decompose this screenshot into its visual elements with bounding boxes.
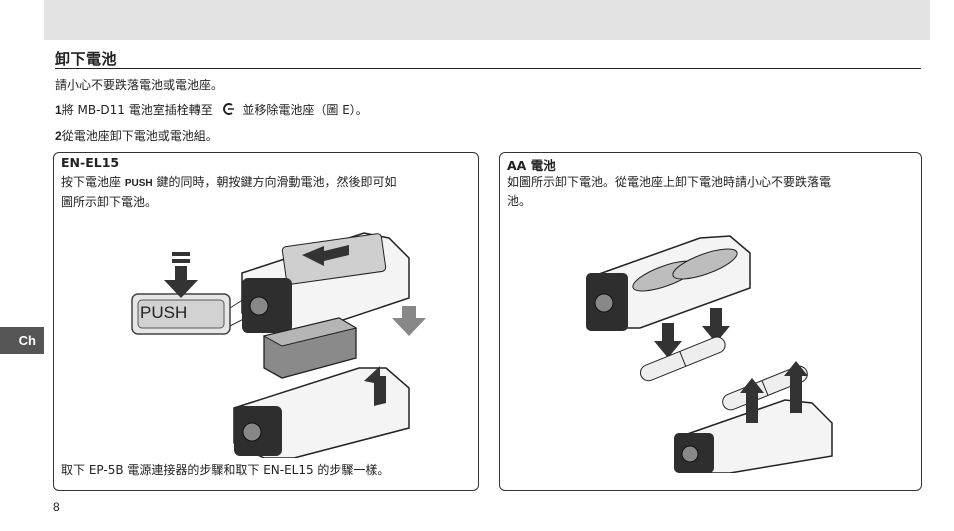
aa-title: AA 電池 (507, 158, 556, 173)
section-title: 卸下電池 (55, 50, 118, 68)
step-1-text-before: 將 MB-D11 電池室插栓轉至 (61, 103, 213, 117)
aa-battery-box: AA 電池 如圖所示卸下電池。從電池座上卸下電池時請小心不要跌落電 池。 (499, 152, 922, 491)
latch-c-icon (222, 103, 234, 115)
step-1: 1將 MB-D11 電池室插栓轉至 並移除電池座（圖 E）。 (55, 101, 368, 118)
top-banner (44, 0, 930, 40)
en-el15-text-1: 按下電池座 (61, 175, 122, 189)
en-el15-text-3: 圖所示卸下電池。 (61, 195, 158, 209)
language-side-tab: Ch (0, 327, 44, 354)
aa-text-1: 如圖所示卸下電池。從電池座上卸下電池時請小心不要跌落電 (507, 175, 832, 189)
en-el15-text-2: 鍵的同時，朝按鍵方向滑動電池，然後即可如 (156, 175, 397, 189)
en-el15-box: EN-EL15 按下電池座 PUSH 鍵的同時，朝按鍵方向滑動電池，然後即可如 … (53, 152, 479, 491)
en-el15-description: 按下電池座 PUSH 鍵的同時，朝按鍵方向滑動電池，然後即可如 圖所示卸下電池。 (61, 173, 396, 212)
en-el15-title: EN-EL15 (61, 155, 120, 170)
en-el15-removal-illustration (131, 232, 426, 458)
intro-text: 請小心不要跌落電池或電池座。 (55, 78, 224, 92)
step-2: 2從電池座卸下電池或電池組。 (55, 127, 218, 144)
en-el15-footer: 取下 EP-5B 電源連接器的步驟和取下 EN-EL15 的步驟一樣。 (61, 463, 390, 477)
push-word: PUSH (124, 178, 153, 189)
aa-text-2: 池。 (507, 194, 532, 208)
heading-rule (55, 68, 921, 69)
aa-description: 如圖所示卸下電池。從電池座上卸下電池時請小心不要跌落電 池。 (507, 173, 831, 211)
step-2-number: 2 (55, 129, 62, 143)
aa-removal-illustration (586, 235, 833, 473)
step-1-number: 1 (55, 103, 62, 117)
step-2-text: 從電池座卸下電池或電池組。 (61, 129, 218, 143)
step-1-text-after: 並移除電池座（圖 E）。 (242, 103, 368, 117)
page-number: 8 (53, 500, 60, 514)
push-label: PUSH (140, 303, 188, 322)
